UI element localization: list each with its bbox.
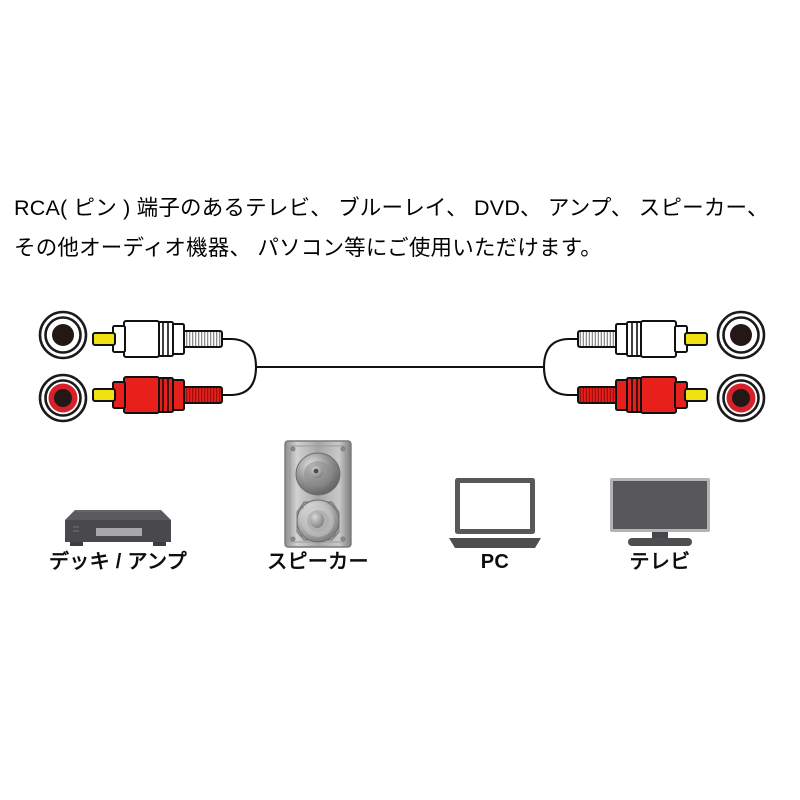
cable-wires (222, 337, 578, 397)
device-caption-tv: テレビ (629, 551, 691, 573)
device-item-deck: デッキ / アンプ (28, 440, 208, 574)
right-white-rca-plug (577, 320, 708, 358)
left-white-rca-plug (92, 320, 223, 358)
loudspeaker-icon (284, 440, 352, 548)
television-art (565, 440, 755, 550)
jack-right-red (716, 373, 766, 423)
compatible-devices-row: デッキ / アンプ (0, 440, 800, 605)
right-red-rca-plug (577, 376, 708, 414)
device-item-pc: PC (405, 440, 585, 574)
jack-right-white (716, 310, 766, 360)
laptop-computer-icon (449, 478, 541, 548)
jack-left-red (38, 373, 88, 423)
description-paragraph: RCA( ピン ) 端子のあるテレビ、 ブルーレイ、 DVD、 アンプ、 スピー… (14, 188, 794, 268)
description-line-2: その他オーディオ機器、 パソコン等にご使用いただけます。 (14, 236, 602, 260)
rca-cable-diagram (0, 295, 800, 440)
television-icon (610, 478, 710, 546)
device-caption-deck: デッキ / アンプ (49, 551, 187, 573)
av-deck-amplifier-icon (65, 510, 171, 546)
loudspeaker-art (228, 440, 408, 550)
device-caption-speaker: スピーカー (267, 551, 369, 573)
laptop-computer-art (405, 440, 585, 550)
left-red-rca-plug (92, 376, 223, 414)
device-caption-pc: PC (480, 551, 510, 573)
description-line-1: RCA( ピン ) 端子のあるテレビ、 ブルーレイ、 DVD、 アンプ、 スピー… (14, 196, 769, 220)
device-item-speaker: スピーカー (228, 440, 408, 574)
jack-left-white (38, 310, 88, 360)
device-item-tv: テレビ (565, 440, 755, 574)
av-deck-amplifier-art (28, 440, 208, 550)
